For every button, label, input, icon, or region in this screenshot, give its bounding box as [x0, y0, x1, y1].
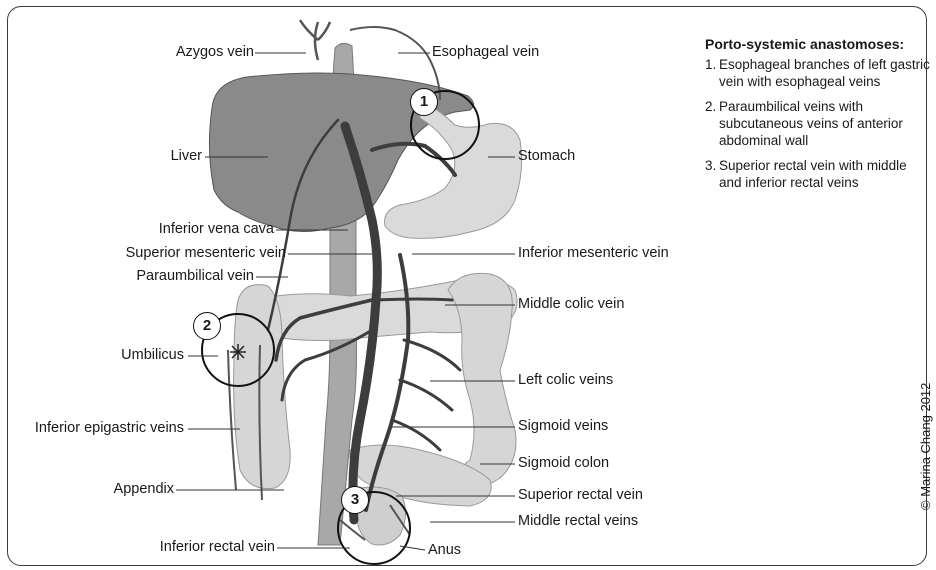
- legend-item-text: Superior rectal vein with middle and inf…: [719, 158, 907, 190]
- legend-item-3: 3. Superior rectal vein with middle and …: [705, 157, 930, 191]
- anastomosis-marker-3: 3: [341, 486, 369, 514]
- label-inferior-rectal-vein: Inferior rectal vein: [160, 539, 275, 556]
- label-sigmoid-veins: Sigmoid veins: [518, 418, 608, 435]
- label-liver: Liver: [171, 148, 202, 165]
- legend-item-text: Esophageal branches of left gastric vein…: [719, 57, 930, 89]
- legend-item-1: 1. Esophageal branches of left gastric v…: [705, 56, 930, 90]
- label-sigmoid-colon: Sigmoid colon: [518, 455, 609, 472]
- legend-item-number: 2.: [705, 98, 716, 115]
- legend-title: Porto-systemic anastomoses:: [705, 36, 930, 53]
- label-paraumbilical-vein: Paraumbilical vein: [136, 268, 254, 285]
- legend-item-number: 3.: [705, 157, 716, 174]
- label-inferior-mesenteric-vein: Inferior mesenteric vein: [518, 245, 669, 262]
- label-middle-rectal-veins: Middle rectal veins: [518, 513, 638, 530]
- legend-item-number: 1.: [705, 56, 716, 73]
- umbilicus-mark: [230, 344, 246, 360]
- label-inferior-epigastric-veins: Inferior epigastric veins: [35, 420, 184, 437]
- anastomosis-marker-2: 2: [193, 312, 221, 340]
- label-azygos-vein: Azygos vein: [176, 44, 254, 61]
- label-middle-colic-vein: Middle colic vein: [518, 296, 624, 313]
- label-esophageal-vein: Esophageal vein: [432, 44, 539, 61]
- legend-item-text: Paraumbilical veins with subcutaneous ve…: [719, 99, 903, 148]
- label-superior-rectal-vein: Superior rectal vein: [518, 487, 643, 504]
- copyright-notice: © Marina Chang 2012: [918, 383, 933, 510]
- label-inferior-vena-cava: Inferior vena cava: [159, 221, 274, 238]
- label-umbilicus: Umbilicus: [121, 347, 184, 364]
- label-anus: Anus: [428, 542, 461, 559]
- label-left-colic-veins: Left colic veins: [518, 372, 613, 389]
- label-stomach: Stomach: [518, 148, 575, 165]
- anastomoses-legend: Porto-systemic anastomoses: 1. Esophagea…: [705, 36, 930, 199]
- legend-item-2: 2. Paraumbilical veins with subcutaneous…: [705, 98, 930, 149]
- label-appendix: Appendix: [114, 481, 174, 498]
- anastomosis-marker-1: 1: [410, 88, 438, 116]
- azygos-vein-path: [300, 20, 330, 60]
- label-superior-mesenteric-vein: Superior mesenteric vein: [126, 245, 286, 262]
